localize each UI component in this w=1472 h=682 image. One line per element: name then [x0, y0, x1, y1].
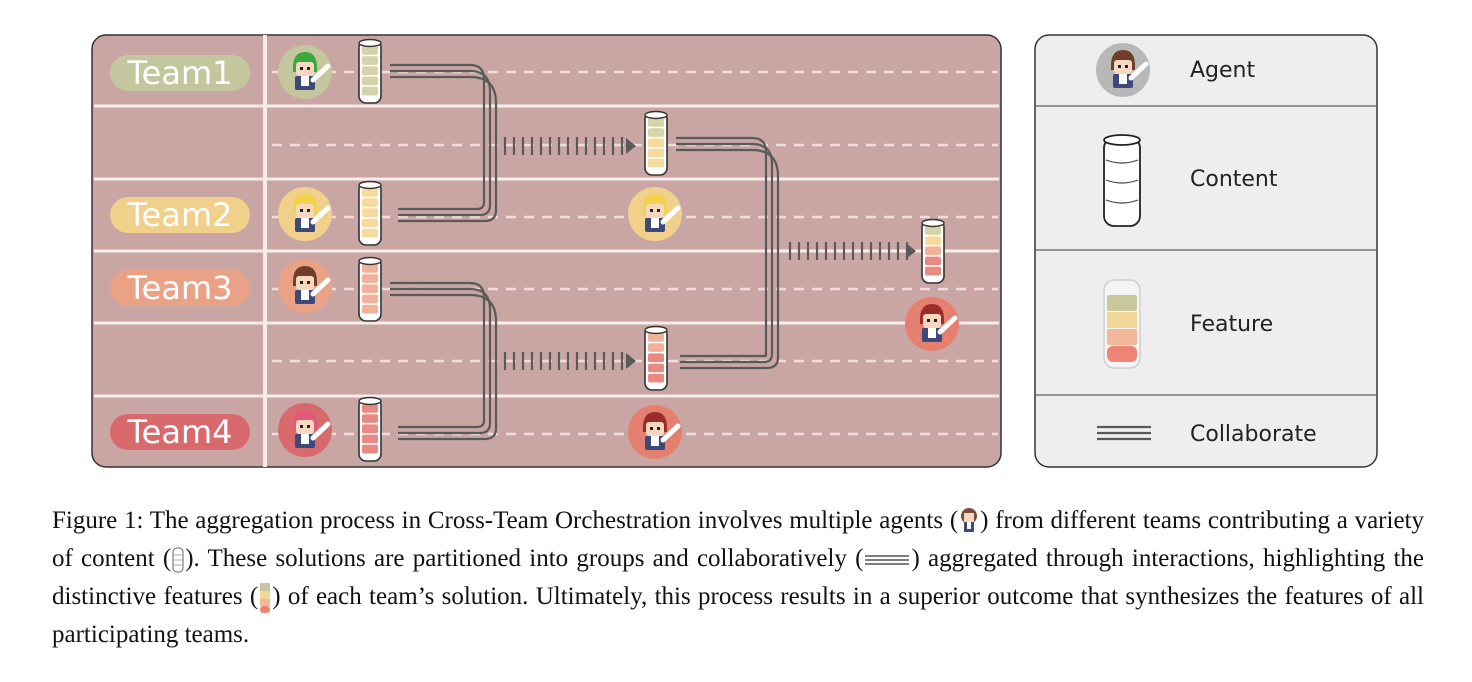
caption-part-2: ) from different teams contributing a va…: [52, 507, 1424, 572]
caption-part-5: ) of each team’s solution. Ultimately, t…: [52, 583, 1424, 648]
agent-icon-merged-3-4: [628, 405, 682, 459]
diagram-figure: Team1 Team2 Team3 Team4: [91, 34, 1378, 468]
lane-separators: [94, 104, 999, 398]
team-label-text-1: Team1: [127, 54, 233, 92]
caption-part-4: ) aggregated through interactions, highl…: [52, 545, 1424, 610]
content-cylinder-team1: [358, 38, 382, 104]
legend-panel: [1034, 34, 1378, 468]
agent-icon-team1: [278, 45, 332, 99]
content-cylinder-team3: [358, 256, 382, 322]
content-cylinder-team2: [358, 180, 382, 246]
content-cylinders: [358, 38, 945, 462]
caption-part-1: Figure 1: The aggregation process in Cro…: [52, 507, 959, 534]
team-label-text-3: Team3: [127, 269, 233, 307]
legend-feature-icon: [1103, 279, 1141, 369]
content-cylinder-merged-1-2: [644, 110, 668, 176]
content-cylinder-merged-3-4: [644, 325, 668, 391]
team-label-2: Team2: [110, 196, 250, 234]
team-label-1: Team1: [110, 54, 250, 92]
agent-inline-icon: [961, 508, 978, 533]
content-inline-icon: [172, 547, 184, 573]
team-label-4: Team4: [110, 413, 250, 451]
legend-icons: [1096, 43, 1150, 369]
agent-icon-team3: [278, 259, 332, 313]
legend-feature-label: Feature: [1190, 312, 1273, 337]
feature-inline-icon: [260, 583, 271, 614]
legend-agent-label: Agent: [1190, 58, 1255, 83]
figure-caption: Figure 1: The aggregation process in Cro…: [52, 502, 1424, 654]
legend-agent-icon: [1096, 43, 1150, 97]
collaborate-lines: [390, 63, 780, 441]
hatched-arrow-1: [503, 137, 636, 155]
hatched-arrow-3: [788, 242, 916, 260]
team-label-text-4: Team4: [127, 413, 233, 451]
content-cylinder-final: [921, 218, 945, 284]
team-label-3: Team3: [110, 269, 250, 307]
agent-icon-final: [905, 297, 959, 351]
agents: [278, 45, 959, 459]
team-label-text-2: Team2: [127, 196, 233, 234]
agent-icon-team2: [278, 187, 332, 241]
legend-content-icon: [1103, 134, 1141, 227]
caption-part-3: ). These solutions are partitioned into …: [185, 545, 864, 572]
legend-content-label: Content: [1190, 167, 1278, 192]
legend-collaborate-label: Collaborate: [1190, 422, 1317, 447]
collaborate-inline-icon: [865, 555, 910, 566]
content-cylinder-team4: [358, 396, 382, 462]
agent-icon-team4: [278, 403, 332, 457]
collaborate-legend-icon: [1097, 425, 1151, 441]
hatched-arrow-2: [503, 352, 636, 370]
agent-icon-merged-1-2: [628, 187, 682, 241]
